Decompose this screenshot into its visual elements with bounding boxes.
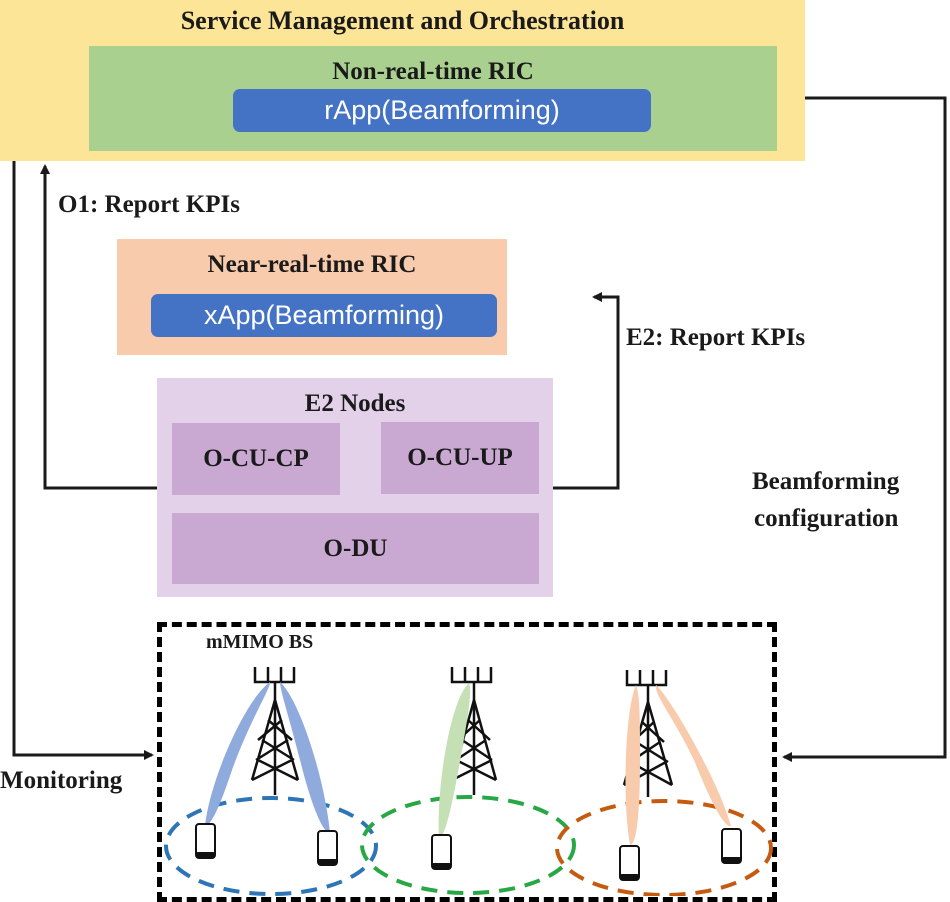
mmimo-bs-label: mMIMO BS [206,631,314,653]
beams-cell-2 [438,683,471,838]
o1-label: O1: Report KPIs [58,191,240,218]
e2-label: E2: Report KPIs [626,324,806,351]
phone-icon-1 [195,823,216,859]
non-rt-ric-box: Non-real-time RIC rApp(Beamforming) [89,46,777,151]
beam-3a [625,685,640,845]
beamforming-label: Beamforming [752,468,900,495]
o-cu-cp-box: O-CU-CP [172,423,340,495]
beams-cell-1 [205,682,330,833]
tower-icon-1 [250,667,300,795]
phone-icon-4 [619,845,640,881]
o1-connector [40,164,157,490]
beams-cell-3 [625,685,731,845]
o-du-box: O-DU [172,513,539,584]
monitoring-connector [12,161,154,760]
cell-ring-1 [164,796,378,896]
beam-3b [655,685,731,827]
phone-icon-3 [431,834,452,870]
beam-1a [205,682,270,826]
monitoring-label: Monitoring [0,767,123,794]
non-rt-ric-title: Non-real-time RIC [332,58,534,85]
e2-nodes-title: E2 Nodes [304,390,406,417]
tower-icon-3 [622,670,674,797]
phone-icon-5 [721,828,742,864]
cell-ring-2 [360,795,576,895]
configuration-label: configuration [754,505,899,532]
xapp-box: xApp(Beamforming) [151,294,497,337]
near-rt-ric-title: Near-real-time RIC [207,251,417,278]
o-cu-up-box: O-CU-UP [381,422,539,494]
smo-title: Service Management and Orchestration [180,6,625,35]
beam-2a [438,683,471,838]
e2-connector [553,292,620,490]
beam-1b [280,682,330,833]
near-rt-ric-box: Near-real-time RIC xApp(Beamforming) [117,239,507,355]
beamforming-config-connector [782,96,947,762]
cell-ring-3 [555,799,773,896]
phone-icon-2 [317,830,338,866]
e2-nodes-box: E2 Nodes O-CU-CP O-CU-UP O-DU [157,378,553,597]
rapp-box: rApp(Beamforming) [233,89,651,132]
smo-box: Service Management and Orchestration Non… [0,0,805,161]
